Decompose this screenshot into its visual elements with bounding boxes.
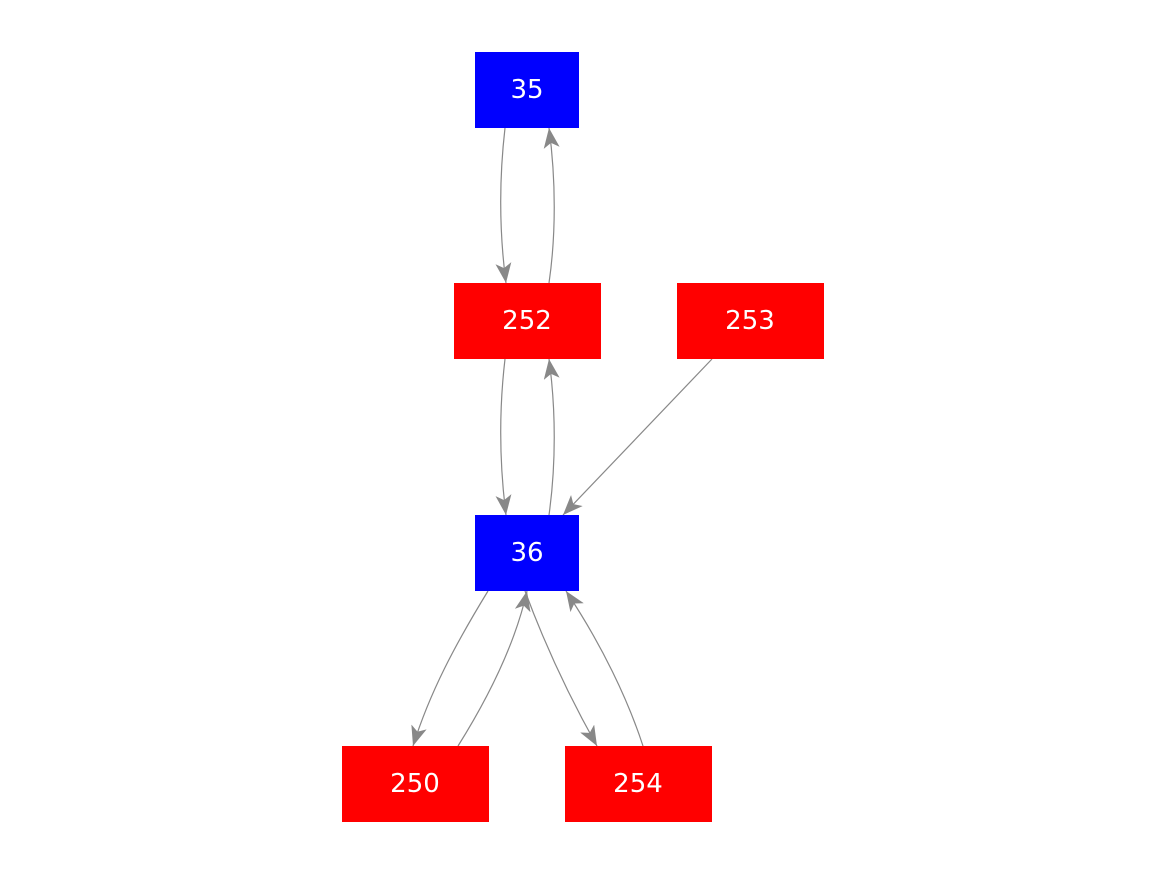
node-label: 252: [502, 306, 552, 336]
node-box: [677, 283, 824, 359]
edge-253-to-36: [562, 358, 713, 516]
edge-36-to-254: [524, 590, 598, 747]
node-253[interactable]: 253: [677, 283, 824, 359]
node-250[interactable]: 250: [342, 746, 489, 822]
node-box: [475, 515, 579, 591]
node-box: [454, 283, 601, 359]
node-36[interactable]: 36: [475, 515, 579, 591]
node-label: 36: [510, 538, 543, 568]
node-box: [475, 52, 579, 128]
edges-layer: [411, 127, 713, 747]
edge-254-to-36: [565, 590, 644, 747]
edge-252-to-35: [543, 127, 560, 284]
node-box: [342, 746, 489, 822]
node-254[interactable]: 254: [565, 746, 712, 822]
edge-36-to-250: [411, 590, 489, 747]
node-label: 253: [725, 306, 775, 336]
edge-36-to-252: [543, 358, 560, 516]
edge-252-to-36: [495, 358, 512, 516]
node-label: 254: [613, 769, 663, 799]
node-35[interactable]: 35: [475, 52, 579, 128]
edge-250-to-36: [457, 590, 531, 747]
node-label: 250: [390, 769, 440, 799]
node-box: [565, 746, 712, 822]
node-252[interactable]: 252: [454, 283, 601, 359]
edge-35-to-252: [495, 127, 512, 284]
node-label: 35: [510, 75, 543, 105]
nodes-layer: 35 252 253 36 250 254: [342, 52, 824, 822]
